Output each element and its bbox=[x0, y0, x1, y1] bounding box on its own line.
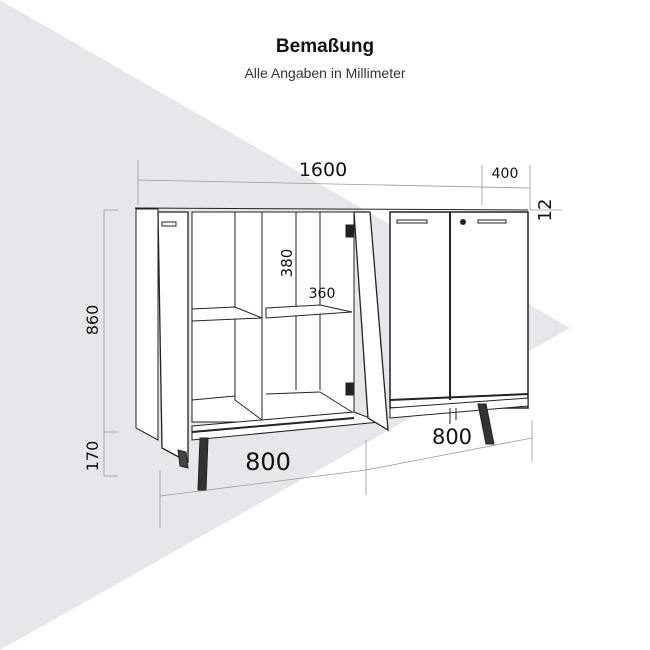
page-title: Bemaßung bbox=[275, 36, 375, 57]
dim-compartment-height: 380 bbox=[278, 249, 296, 278]
dim-shelf-depth: 360 bbox=[309, 286, 336, 302]
dim-section-width-right: 800 bbox=[432, 425, 472, 449]
page-subtitle: Alle Angaben in Millimeter bbox=[244, 65, 406, 81]
dim-body-height: 860 bbox=[83, 305, 102, 336]
dim-section-width-left: 800 bbox=[245, 448, 291, 476]
dim-top-thickness: 12 bbox=[535, 199, 556, 222]
dimension-lines bbox=[103, 160, 562, 528]
dim-total-width: 1600 bbox=[299, 159, 347, 181]
dim-leg-height: 170 bbox=[83, 441, 102, 472]
dim-depth: 400 bbox=[492, 166, 519, 182]
